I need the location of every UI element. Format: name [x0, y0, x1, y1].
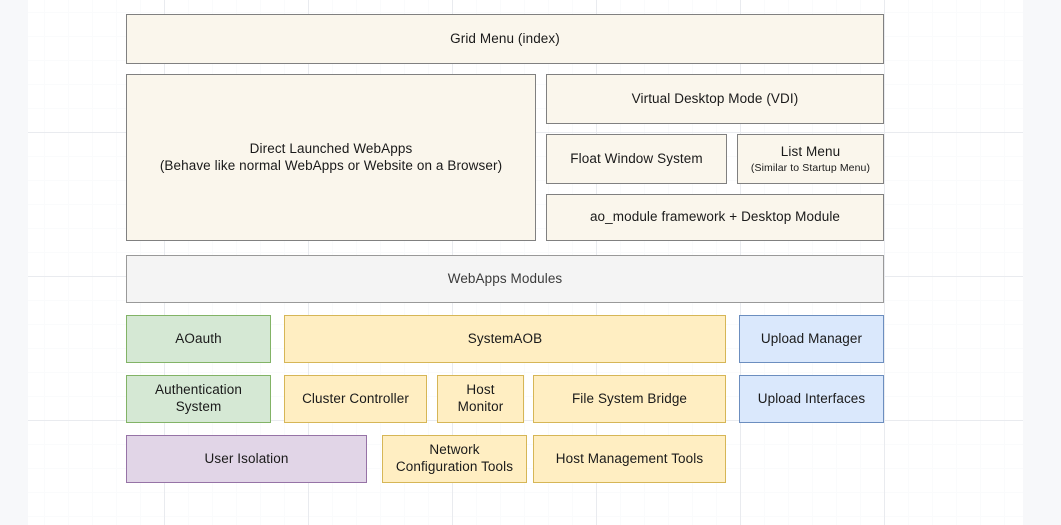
node-ao-module-framework-label: ao_module framework + Desktop Module — [589, 209, 841, 225]
node-cluster-controller-label: Cluster Controller — [302, 390, 409, 406]
node-system-aob[interactable]: SystemAOB — [284, 315, 726, 363]
node-host-management-tools[interactable]: Host Management Tools — [533, 435, 726, 483]
node-virtual-desktop-mode[interactable]: Virtual Desktop Mode (VDI) — [546, 74, 884, 124]
node-webapps-modules[interactable]: WebApps Modules — [126, 255, 884, 303]
node-upload-interfaces[interactable]: Upload Interfaces — [739, 375, 884, 423]
node-authentication-system[interactable]: Authentication System — [126, 375, 271, 423]
node-direct-launched-webapps-sublabel: (Behave like normal WebApps or Website o… — [159, 157, 503, 173]
node-file-system-bridge[interactable]: File System Bridge — [533, 375, 726, 423]
node-list-menu-sublabel: (Similar to Startup Menu) — [750, 161, 871, 174]
node-upload-interfaces-label: Upload Interfaces — [757, 390, 866, 406]
node-system-aob-label: SystemAOB — [467, 330, 543, 346]
node-direct-launched-webapps-label: Direct Launched WebApps — [249, 140, 413, 156]
node-host-monitor[interactable]: Host Monitor — [437, 375, 524, 423]
node-upload-manager[interactable]: Upload Manager — [739, 315, 884, 363]
node-webapps-modules-label: WebApps Modules — [447, 270, 563, 286]
node-cluster-controller[interactable]: Cluster Controller — [284, 375, 427, 423]
node-network-configuration-tools[interactable]: Network Configuration Tools — [382, 435, 527, 483]
node-upload-manager-label: Upload Manager — [760, 330, 863, 346]
node-list-menu-label: List Menu — [780, 143, 841, 159]
node-user-isolation-label: User Isolation — [204, 450, 289, 466]
node-float-window-system[interactable]: Float Window System — [546, 134, 727, 184]
node-file-system-bridge-label: File System Bridge — [571, 390, 688, 406]
node-authentication-system-label: Authentication System — [155, 382, 242, 414]
node-ao-module-framework[interactable]: ao_module framework + Desktop Module — [546, 194, 884, 241]
node-virtual-desktop-mode-label: Virtual Desktop Mode (VDI) — [631, 90, 799, 106]
node-float-window-system-label: Float Window System — [570, 150, 703, 166]
node-grid-menu-label: Grid Menu (index) — [450, 30, 560, 46]
node-grid-menu[interactable]: Grid Menu (index) — [126, 14, 884, 64]
node-list-menu[interactable]: List Menu (Similar to Startup Menu) — [737, 134, 884, 184]
node-user-isolation[interactable]: User Isolation — [126, 435, 367, 483]
node-direct-launched-webapps[interactable]: Direct Launched WebApps (Behave like nor… — [126, 74, 536, 241]
node-host-monitor-label: Host Monitor — [457, 382, 504, 414]
node-host-management-tools-label: Host Management Tools — [555, 450, 704, 466]
node-network-configuration-tools-label: Network Configuration Tools — [395, 442, 514, 474]
node-aoauth-label: AOauth — [175, 330, 222, 346]
node-aoauth[interactable]: AOauth — [126, 315, 271, 363]
